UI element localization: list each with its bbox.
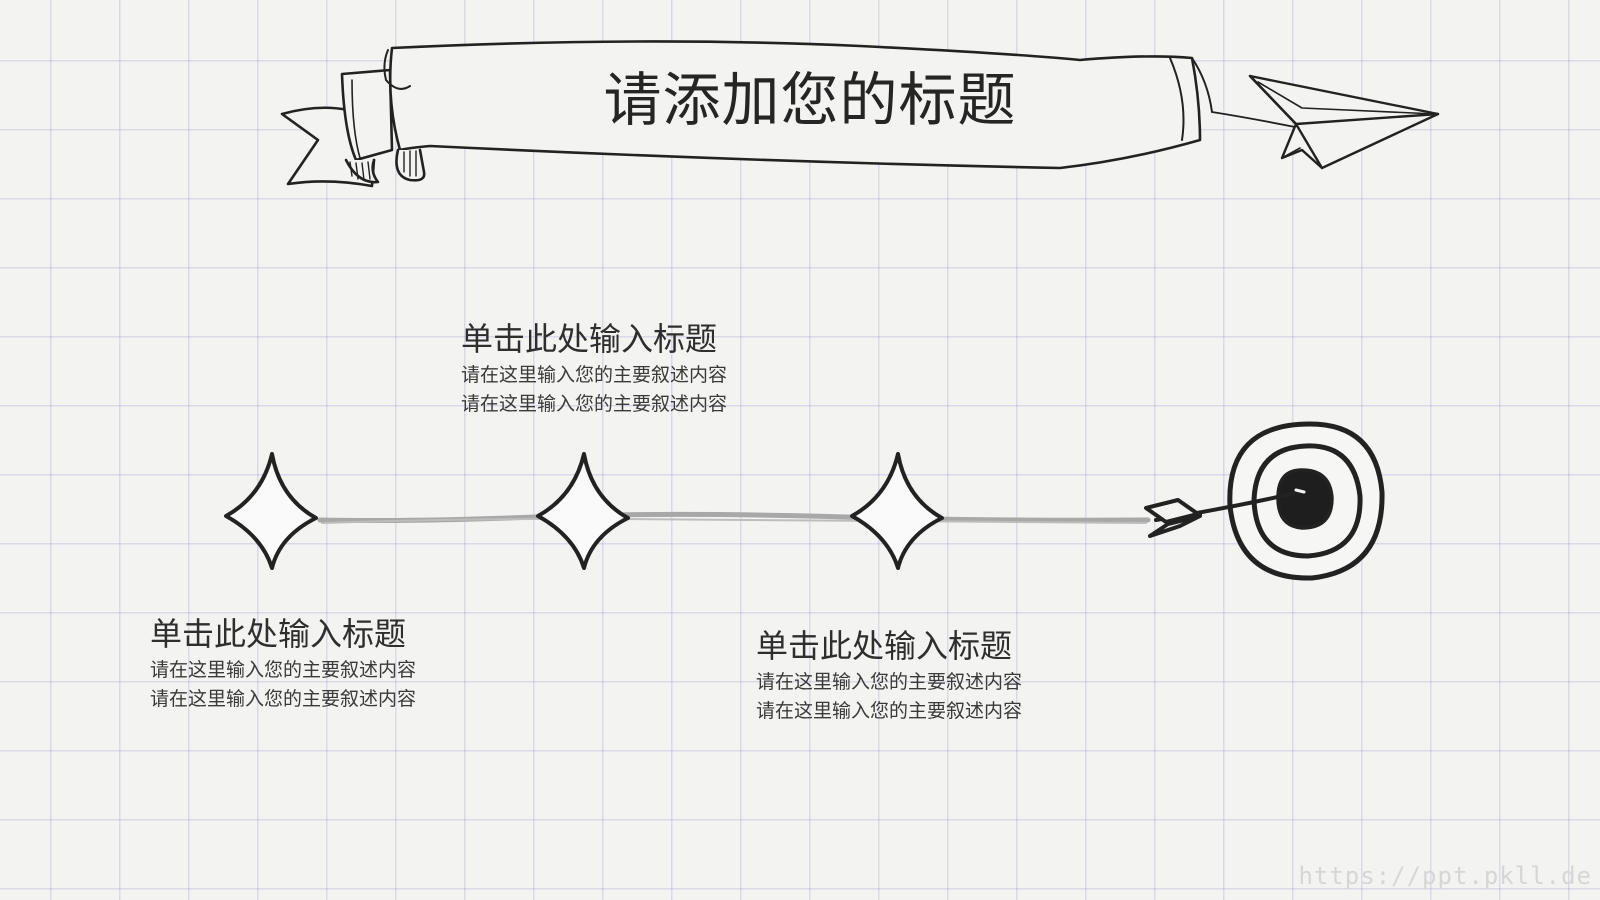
arrow-icon [1144, 488, 1306, 538]
item-description-line[interactable]: 请在这里输入您的主要叙述内容 [461, 364, 728, 386]
timeline-item[interactable]: 单击此处输入标题 请在这里输入您的主要叙述内容 请在这里输入您的主要叙述内容 [150, 612, 470, 714]
sparkle-icon [536, 452, 630, 570]
item-description-line[interactable]: 请在这里输入您的主要叙述内容 [756, 671, 1023, 693]
sparkle-icon [850, 452, 944, 570]
target-icon [1227, 421, 1385, 581]
item-description-line[interactable]: 请在这里输入您的主要叙述内容 [150, 659, 417, 681]
sparkle-icon [224, 452, 318, 570]
item-description-line[interactable]: 请在这里输入您的主要叙述内容 [756, 700, 1023, 722]
timeline-line [317, 511, 1151, 524]
ribbon-banner-icon [280, 40, 1301, 188]
item-description-line[interactable]: 请在这里输入您的主要叙述内容 [150, 688, 417, 710]
timeline-item[interactable]: 单击此处输入标题 请在这里输入您的主要叙述内容 请在这里输入您的主要叙述内容 [756, 624, 1076, 726]
item-heading[interactable]: 单击此处输入标题 [756, 627, 1013, 665]
slide-title[interactable]: 请添加您的标题 [603, 66, 1017, 134]
item-description-line[interactable]: 请在这里输入您的主要叙述内容 [461, 393, 728, 415]
timeline-item[interactable]: 单击此处输入标题 请在这里输入您的主要叙述内容 请在这里输入您的主要叙述内容 [461, 317, 781, 419]
item-heading[interactable]: 单击此处输入标题 [150, 615, 407, 653]
paper-plane-icon [1248, 74, 1440, 170]
item-heading[interactable]: 单击此处输入标题 [461, 320, 718, 358]
watermark: https://ppt.pkll.de [1298, 862, 1592, 890]
